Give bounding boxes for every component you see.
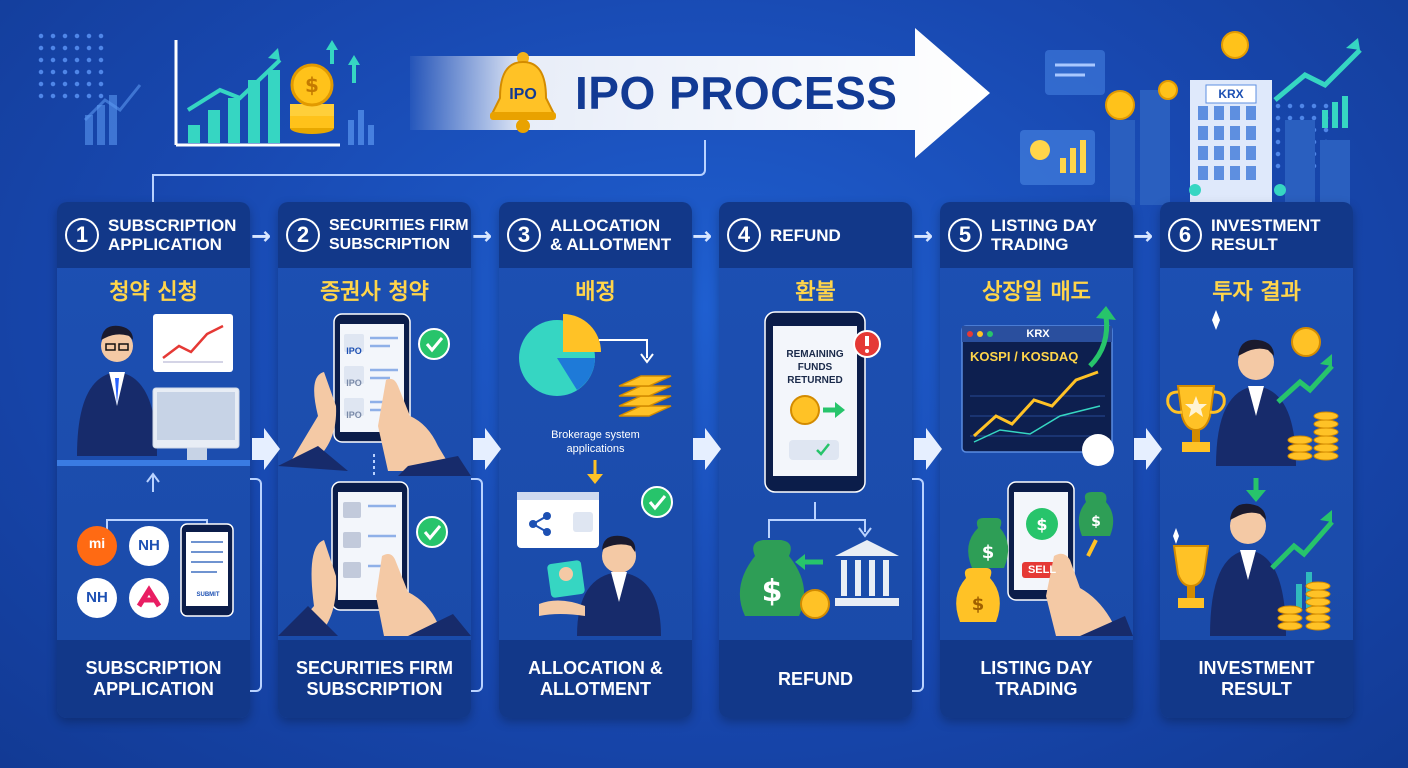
step-korean-label: 청약 신청: [109, 280, 198, 305]
arrow-right-icon: →: [472, 222, 493, 250]
step-title: ALLOCATION & ALLOTMENT: [550, 216, 672, 254]
arrow-right-icon: →: [692, 222, 713, 250]
chevron-right-icon: [1134, 428, 1162, 470]
step-header: 6 INVESTMENT RESULT: [1160, 202, 1353, 268]
chevron-right-icon: [914, 428, 942, 470]
bell-icon: [490, 52, 556, 133]
step-header: 3 ALLOCATION & ALLOTMENT: [499, 202, 692, 268]
dot-pattern: [35, 30, 105, 100]
step-footer: SECURITIES FIRM SUBSCRIPTION: [278, 640, 471, 718]
svg-text:$: $: [1091, 514, 1101, 530]
banner: $ IPO IPO PROCESS: [0, 0, 1408, 205]
step-title: REFUND: [770, 225, 841, 245]
refund-phone-icon: $: [739, 311, 899, 619]
flow-bracket: [471, 478, 483, 692]
flow-bracket: [912, 478, 924, 692]
step-footer: INVESTMENT RESULT: [1160, 640, 1353, 718]
step-header: 5 LISTING DAY TRADING: [940, 202, 1133, 268]
phone-subscription-icon: [278, 313, 471, 636]
step-card-3: 3 ALLOCATION & ALLOTMENT 배정 Brokerage sy…: [499, 202, 692, 718]
broker-badge: K: [138, 589, 160, 605]
step-card-4: 4 REFUND 환불 $ REMAINING FUNDS RETURNED R…: [719, 202, 912, 718]
trading-screen-icon: $ $ $ $: [956, 306, 1133, 636]
step-footer: SUBSCRIPTION APPLICATION: [57, 640, 250, 718]
step-footer: LISTING DAY TRADING: [940, 640, 1133, 718]
step-number: 1: [65, 218, 99, 252]
bell-label: IPO: [509, 86, 537, 103]
investment-trophy-icon: [1166, 310, 1339, 636]
step-korean-label: 환불: [795, 280, 836, 305]
refund-message: REMAINING FUNDS RETURNED: [786, 349, 844, 386]
exchange-logo: KRX: [1218, 87, 1244, 101]
step-title: LISTING DAY TRADING: [991, 216, 1098, 254]
arrow-right-icon: →: [1133, 222, 1154, 250]
connector-line: [152, 174, 154, 204]
step-korean-label: 상장일 매도: [982, 280, 1091, 305]
broker-badge: mi: [88, 535, 106, 551]
submit-button: SUBMIT: [196, 592, 220, 598]
svg-text:$: $: [1036, 515, 1047, 534]
step-korean-label: 증권사 청약: [320, 280, 429, 305]
step-title: SECURITIES FIRM SUBSCRIPTION: [329, 217, 469, 253]
step-number: 2: [286, 218, 320, 252]
step-card-6: 6 INVESTMENT RESULT 투자 결과 INVESTMENT R: [1160, 202, 1353, 718]
step-card-5: 5 LISTING DAY TRADING 상장일 매도 $ $ $ $ KRX…: [940, 202, 1133, 718]
title-arrow: [410, 28, 990, 158]
ipo-row-label: IPO: [346, 378, 362, 388]
ipo-row-label: IPO: [346, 410, 362, 420]
step-title: INVESTMENT RESULT: [1211, 216, 1321, 254]
screen-title: KRX: [1026, 328, 1050, 340]
step-number: 4: [727, 218, 761, 252]
broker-badge: NH: [86, 589, 108, 606]
svg-text:$: $: [972, 594, 985, 615]
step-card-2: 2 SECURITIES FIRM SUBSCRIPTION 증권사 청약 IP…: [278, 202, 471, 718]
step-footer: ALLOCATION & ALLOTMENT: [499, 640, 692, 718]
page-title: IPO PROCESS: [575, 67, 898, 119]
step-header: 2 SECURITIES FIRM SUBSCRIPTION: [278, 202, 471, 268]
growth-chart-icon: $: [83, 40, 374, 147]
step-header: 1 SUBSCRIPTION APPLICATION: [57, 202, 250, 268]
step-korean-label: 투자 결과: [1212, 280, 1301, 305]
step-number: 5: [948, 218, 982, 252]
arrow-right-icon: →: [913, 222, 934, 250]
svg-text:$: $: [762, 574, 783, 609]
flow-bracket: [250, 478, 262, 692]
step-card-1: 1 SUBSCRIPTION APPLICATION 청약 신청 mi NH N…: [57, 202, 250, 718]
connector-line: [152, 140, 706, 176]
ipo-row-label: IPO: [346, 346, 362, 356]
svg-text:$: $: [305, 73, 319, 97]
step-header: 4 REFUND: [719, 202, 912, 268]
arrow-right-icon: →: [251, 222, 272, 250]
exchange-building-icon: [1020, 31, 1362, 205]
chevron-right-icon: [473, 428, 501, 470]
allocation-pie-icon: [517, 314, 673, 636]
svg-text:$: $: [982, 542, 995, 563]
brokerage-caption: Brokerage system applications: [551, 429, 640, 455]
step-number: 3: [507, 218, 541, 252]
step-title: SUBSCRIPTION APPLICATION: [108, 216, 237, 254]
applicant-at-computer-icon: [57, 314, 250, 618]
step-footer: REFUND: [719, 640, 912, 718]
market-label: KOSPI / KOSDAQ: [970, 349, 1079, 364]
chevron-right-icon: [252, 428, 280, 470]
step-number: 6: [1168, 218, 1202, 252]
sell-button: SELL: [1027, 564, 1057, 576]
step-korean-label: 배정: [575, 280, 616, 305]
chevron-right-icon: [693, 428, 721, 470]
broker-badge: NH: [138, 537, 160, 554]
